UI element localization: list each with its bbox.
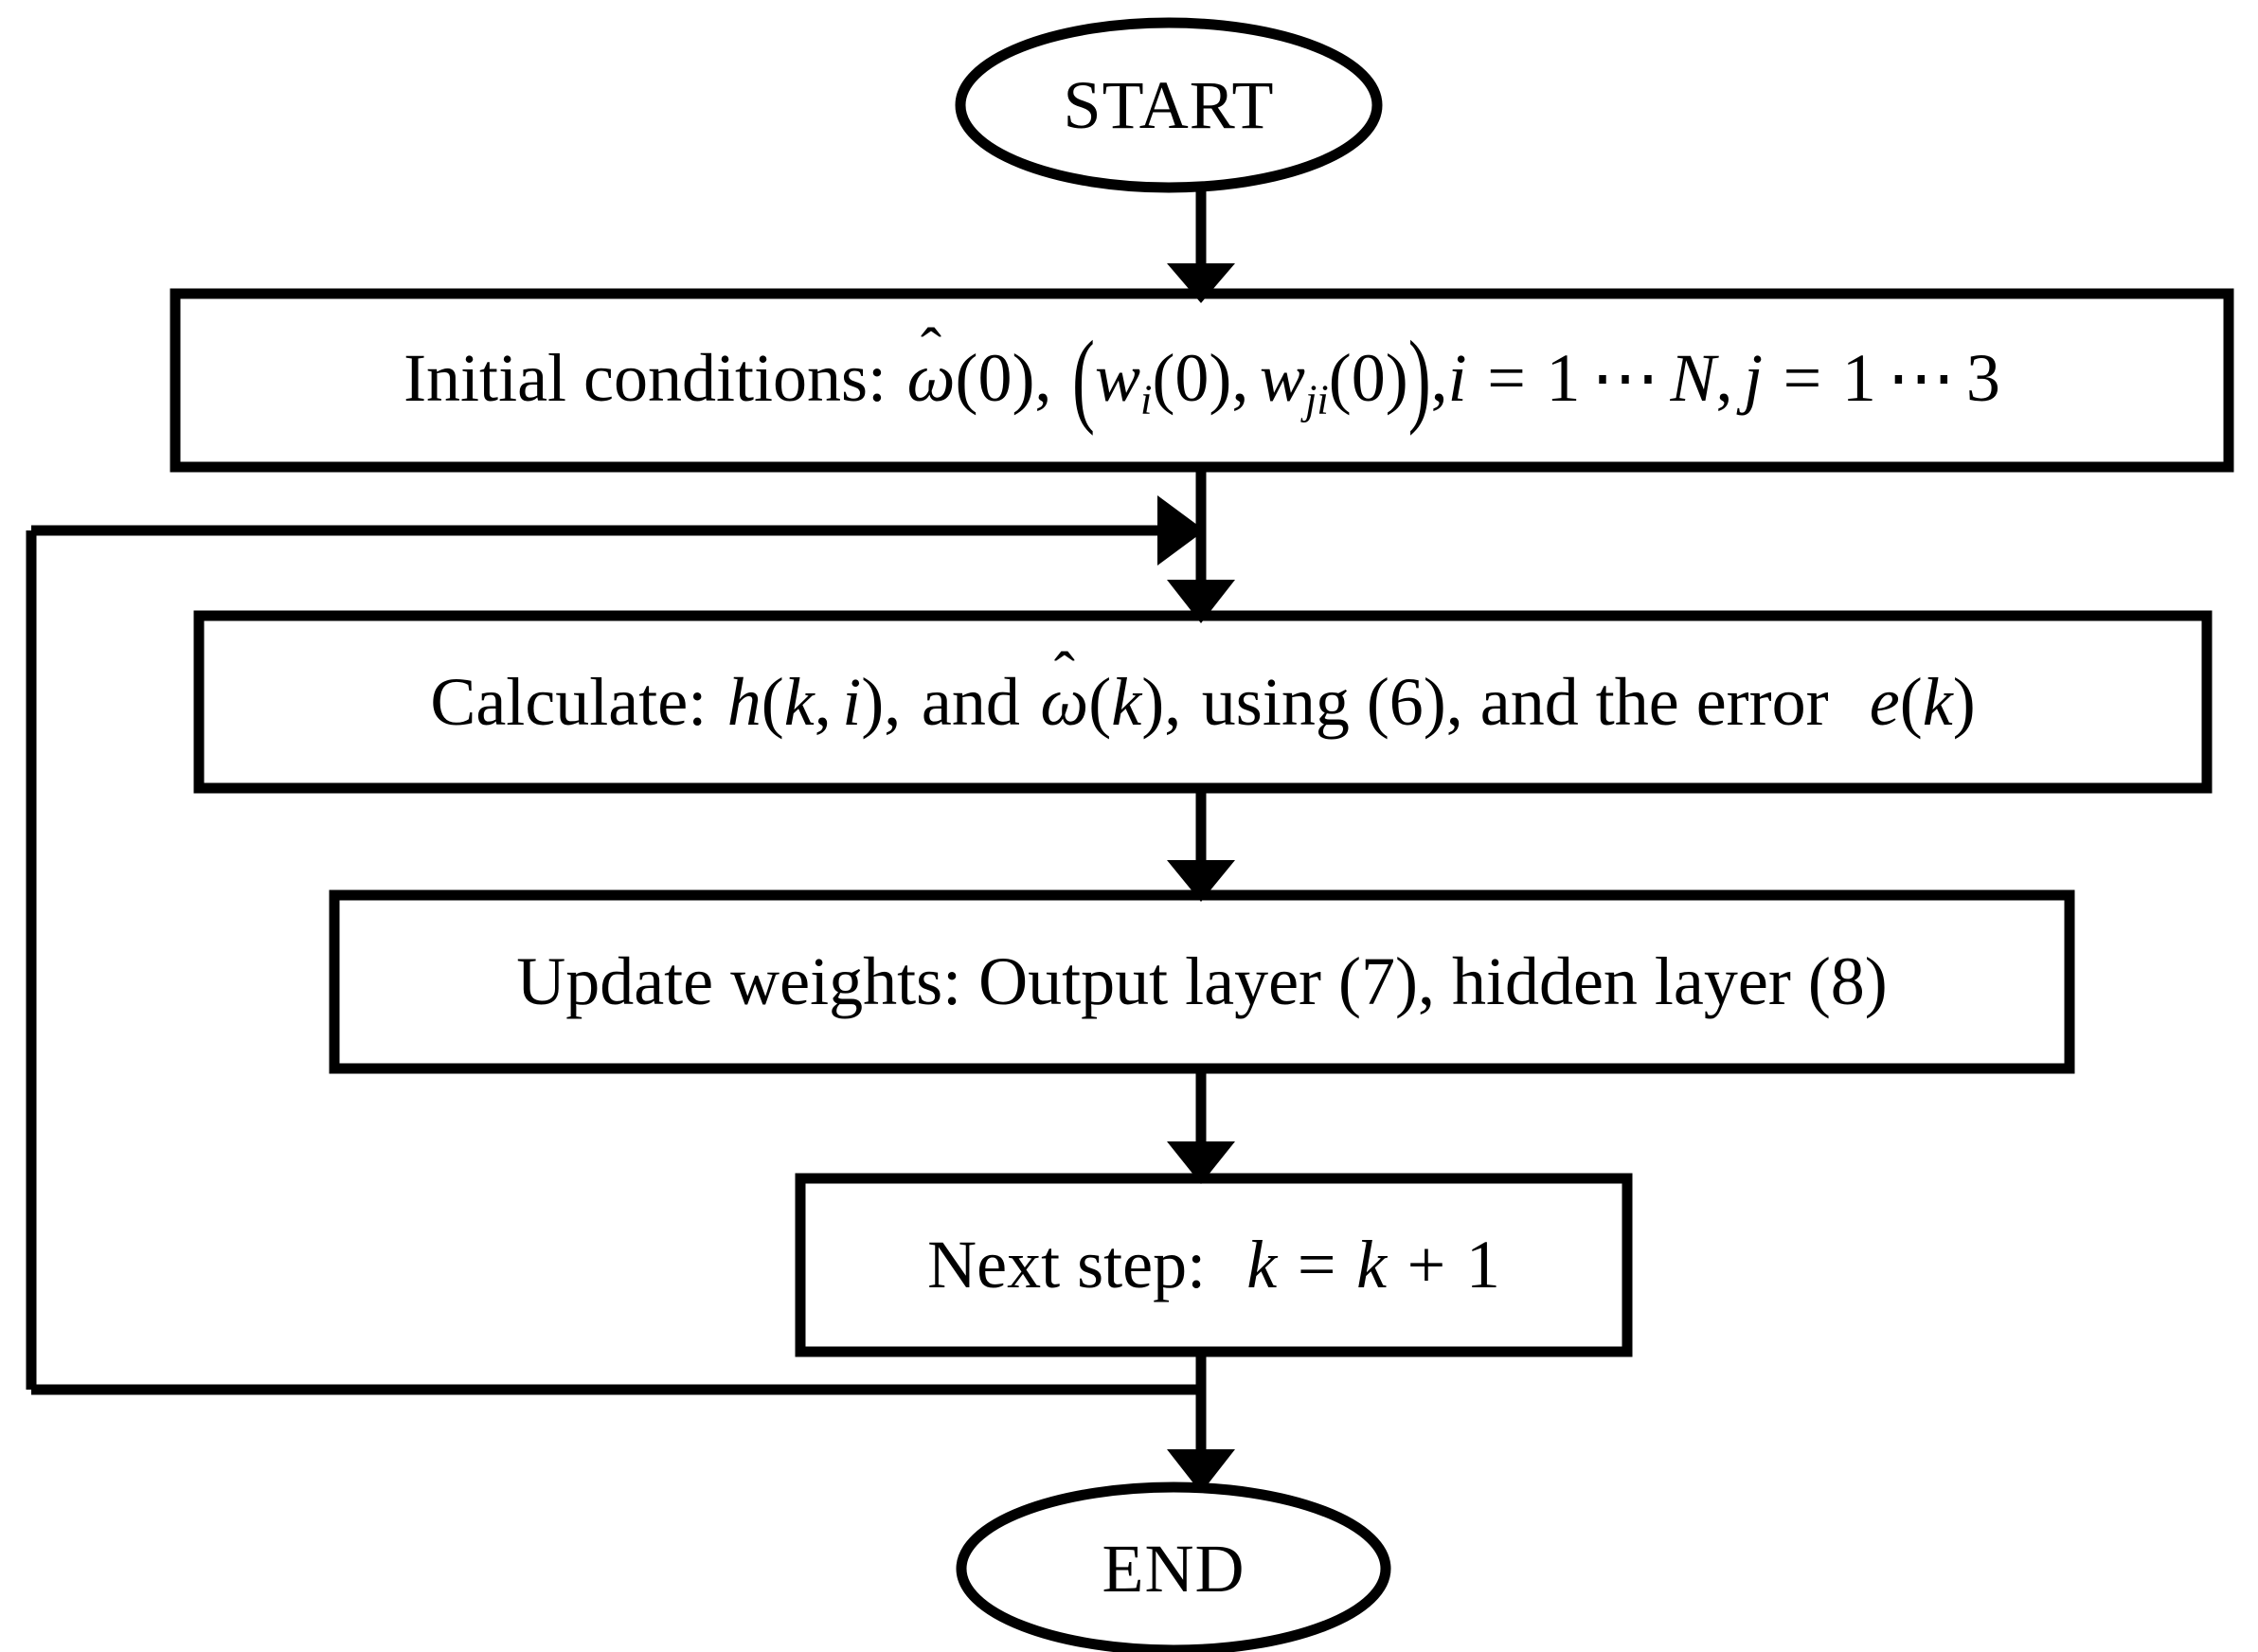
start-terminal-shape <box>955 17 1383 193</box>
edge-update-to-next-step <box>1167 1068 1235 1184</box>
edge-feedback-loop <box>26 495 1205 1395</box>
update-weights-process-shape <box>329 889 2075 1074</box>
calculate-process-shape <box>193 610 2213 794</box>
init-process-shape <box>170 288 2234 473</box>
edge-next-step-to-end <box>1167 1352 1235 1493</box>
next-step-process-shape <box>795 1173 1633 1357</box>
edge-calculate-to-update <box>1167 788 1235 902</box>
edge-start-to-init <box>1167 186 1235 303</box>
end-terminal-shape <box>956 1481 1391 1652</box>
